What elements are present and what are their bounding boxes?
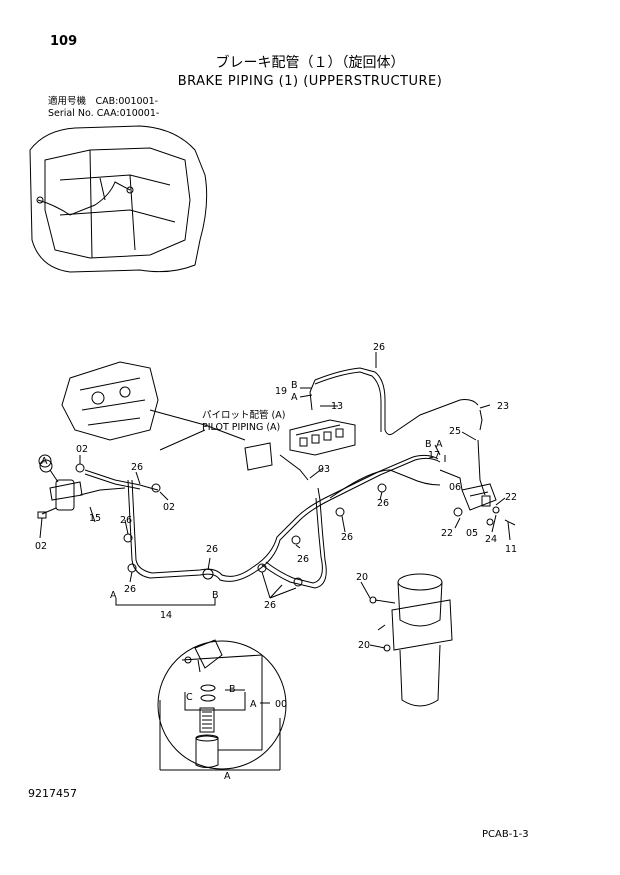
page-title-english: BRAKE PIPING (1) (UPPERSTRUCTURE) [177,74,443,89]
pilot-valve-block [244,419,356,481]
label-a-bottom: A [224,771,231,782]
callout-00: 00 [275,699,287,710]
label-b-right: B [425,439,432,450]
label-a-left: A [110,590,117,601]
callout-26-c: 26 [377,498,389,509]
hydraulic-pump-assembly [61,361,246,441]
callout-03: 03 [318,464,330,475]
serial-applicability: 適用号機 CAB:001001- Serial No. CAA:010001- [48,96,159,120]
callout-23: 23 [497,401,509,412]
label-b-detail: B [229,684,236,695]
label-a: A [291,392,298,403]
callout-24: 24 [485,534,497,545]
callout-22-low: 22 [441,528,453,539]
callout-26-d: 26 [341,532,353,543]
brake-pipe-lines [79,367,486,589]
label-a-detail: A [250,699,257,710]
callout-26-g: 26 [124,584,136,595]
callout-05: 05 [466,528,478,539]
label-b: B [291,380,298,391]
label-c-detail: C [186,692,193,703]
leader-lines [39,352,511,771]
callout-15: 15 [89,513,101,524]
pilot-label-en: PILOT PIPING (A) [202,422,280,433]
callout-02-top: 02 [76,444,88,455]
callout-06: 06 [449,482,461,493]
callout-26-e: 26 [297,554,309,565]
callout-26-b: 26 [120,515,132,526]
label-b-left: B [212,590,219,601]
page-title-japanese: ブレーキ配管（１）（旋回体） [215,55,405,71]
callout-26-h: 26 [264,600,276,611]
label-a-circle: A [41,456,48,467]
callout-19: 19 [275,386,287,397]
brake-accumulator-left [37,459,85,519]
callout-26: 26 [373,342,385,353]
callout-14: 14 [160,610,172,621]
callout-13: 13 [331,401,343,412]
document-number: 9217457 [28,787,77,800]
pilot-label-jp: パイロット配管 (A) [202,409,285,421]
page-reference: PCAB-1-3 [482,829,529,840]
callout-11: 11 [505,544,517,555]
callout-02-bottom: 02 [35,541,47,552]
callout-labels: パイロット配管 (A) PILOT PIPING (A) 26 19 B A 1… [35,342,517,782]
callout-22-right: 22 [505,492,517,503]
serial-line-en: Serial No. CAA:010001- [48,108,160,119]
cab-inset-drawing [29,125,208,273]
callout-25: 25 [449,426,461,437]
filter-detail-callout [157,639,287,770]
callout-26-f: 26 [206,544,218,555]
callout-20-bottom: 20 [358,640,370,651]
label-a-right: A [436,439,443,450]
serial-line-jp: 適用号機 CAB:001001- [48,96,159,107]
circle-a-marker [38,454,52,468]
center-swivel-joint [369,573,453,707]
brake-valve-right [439,469,516,526]
page-number: 109 [50,34,78,49]
callout-02-mid: 02 [163,502,175,513]
callout-20-top: 20 [356,572,368,583]
callout-17: 17 [428,450,440,461]
callout-26-a: 26 [131,462,143,473]
